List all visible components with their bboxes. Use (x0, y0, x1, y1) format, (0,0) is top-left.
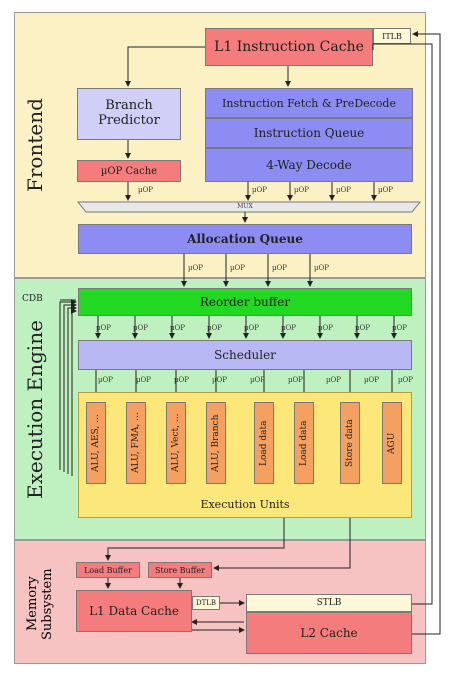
store-buffer: Store Buffer (148, 562, 212, 578)
uop-label: µOP (378, 186, 393, 194)
rob-uop-label: µOP (207, 324, 222, 332)
sched-uop-label: µOP (288, 376, 303, 384)
uop-label: µOP (230, 264, 245, 272)
uop-label: µOP (188, 264, 203, 272)
stlb-to-itlb (372, 43, 433, 605)
instruction-queue: Instruction Queue (205, 118, 413, 148)
execution-unit: ALU, FMA, ... (126, 402, 146, 484)
execution-unit: Load data (254, 402, 274, 484)
sched-uop-label: µOP (174, 376, 189, 384)
l2-to-itlb (412, 31, 441, 635)
mux-shape (76, 201, 422, 213)
cdb-line (71, 308, 77, 476)
mux-label: MUX (237, 203, 253, 210)
stlb: STLB (246, 594, 412, 612)
reorder-buffer: Reorder buffer (78, 288, 412, 316)
execution-units-label: Execution Units (200, 498, 290, 511)
uop-label: µOP (252, 186, 267, 194)
cdb-line (63, 302, 77, 472)
rob-uop-label: µOP (133, 324, 148, 332)
execution-unit: Store data (340, 402, 360, 484)
sched-uop-label: µOP (212, 376, 227, 384)
sched-uop-label: µOP (364, 376, 379, 384)
instruction-fetch-predecode: Instruction Fetch & PreDecode (205, 88, 413, 118)
execution-unit: Load data (294, 402, 314, 484)
sched-uop-label: µOP (250, 376, 265, 384)
sched-uop-label: µOP (136, 376, 151, 384)
uop-label: µOP (314, 264, 329, 272)
dtlb: DTLB (192, 596, 220, 610)
sched-uop-label: µOP (326, 376, 341, 384)
rob-uop-label: µOP (281, 324, 296, 332)
scheduler: Scheduler (78, 340, 412, 370)
load-to-load-buffer (105, 490, 285, 561)
sched-uop-label: µOP (98, 376, 113, 384)
cdb-label: CDB (22, 294, 43, 304)
four-way-decode: 4-Way Decode (205, 148, 413, 182)
execution-unit: ALU, Vect, ... (166, 402, 186, 484)
l1-data-cache: L1 Data Cache (76, 590, 192, 632)
rob-uop-label: µOP (355, 324, 370, 332)
uop-label: µOP (294, 186, 309, 194)
icache-to-branch-predictor (125, 46, 205, 87)
execution-unit: AGU (382, 402, 402, 484)
branch-predictor-label: Branch Predictor (98, 98, 160, 128)
allocation-queue: Allocation Queue (78, 224, 412, 254)
branch-predictor: Branch Predictor (77, 88, 181, 140)
l2-cache: L2 Cache (246, 612, 412, 654)
cdb-line (59, 299, 77, 470)
rob-uop-label: µOP (392, 324, 407, 332)
sched-uop-label: µOP (398, 376, 413, 384)
rob-uop-label: µOP (96, 324, 111, 332)
rob-uop-label: µOP (170, 324, 185, 332)
load-buffer: Load Buffer (76, 562, 140, 578)
execution-unit: ALU, Branch (206, 402, 226, 484)
uop-label: µOP (138, 186, 153, 194)
rob-uop-label: µOP (318, 324, 333, 332)
rob-uop-label: µOP (244, 324, 259, 332)
uop-cache: µOP Cache (77, 160, 181, 182)
uop-label: µOP (272, 264, 287, 272)
uop-label: µOP (336, 186, 351, 194)
execution-unit: ALU, AES, ... (86, 402, 106, 484)
l1-instruction-cache: L1 Instruction Cache (205, 28, 373, 66)
